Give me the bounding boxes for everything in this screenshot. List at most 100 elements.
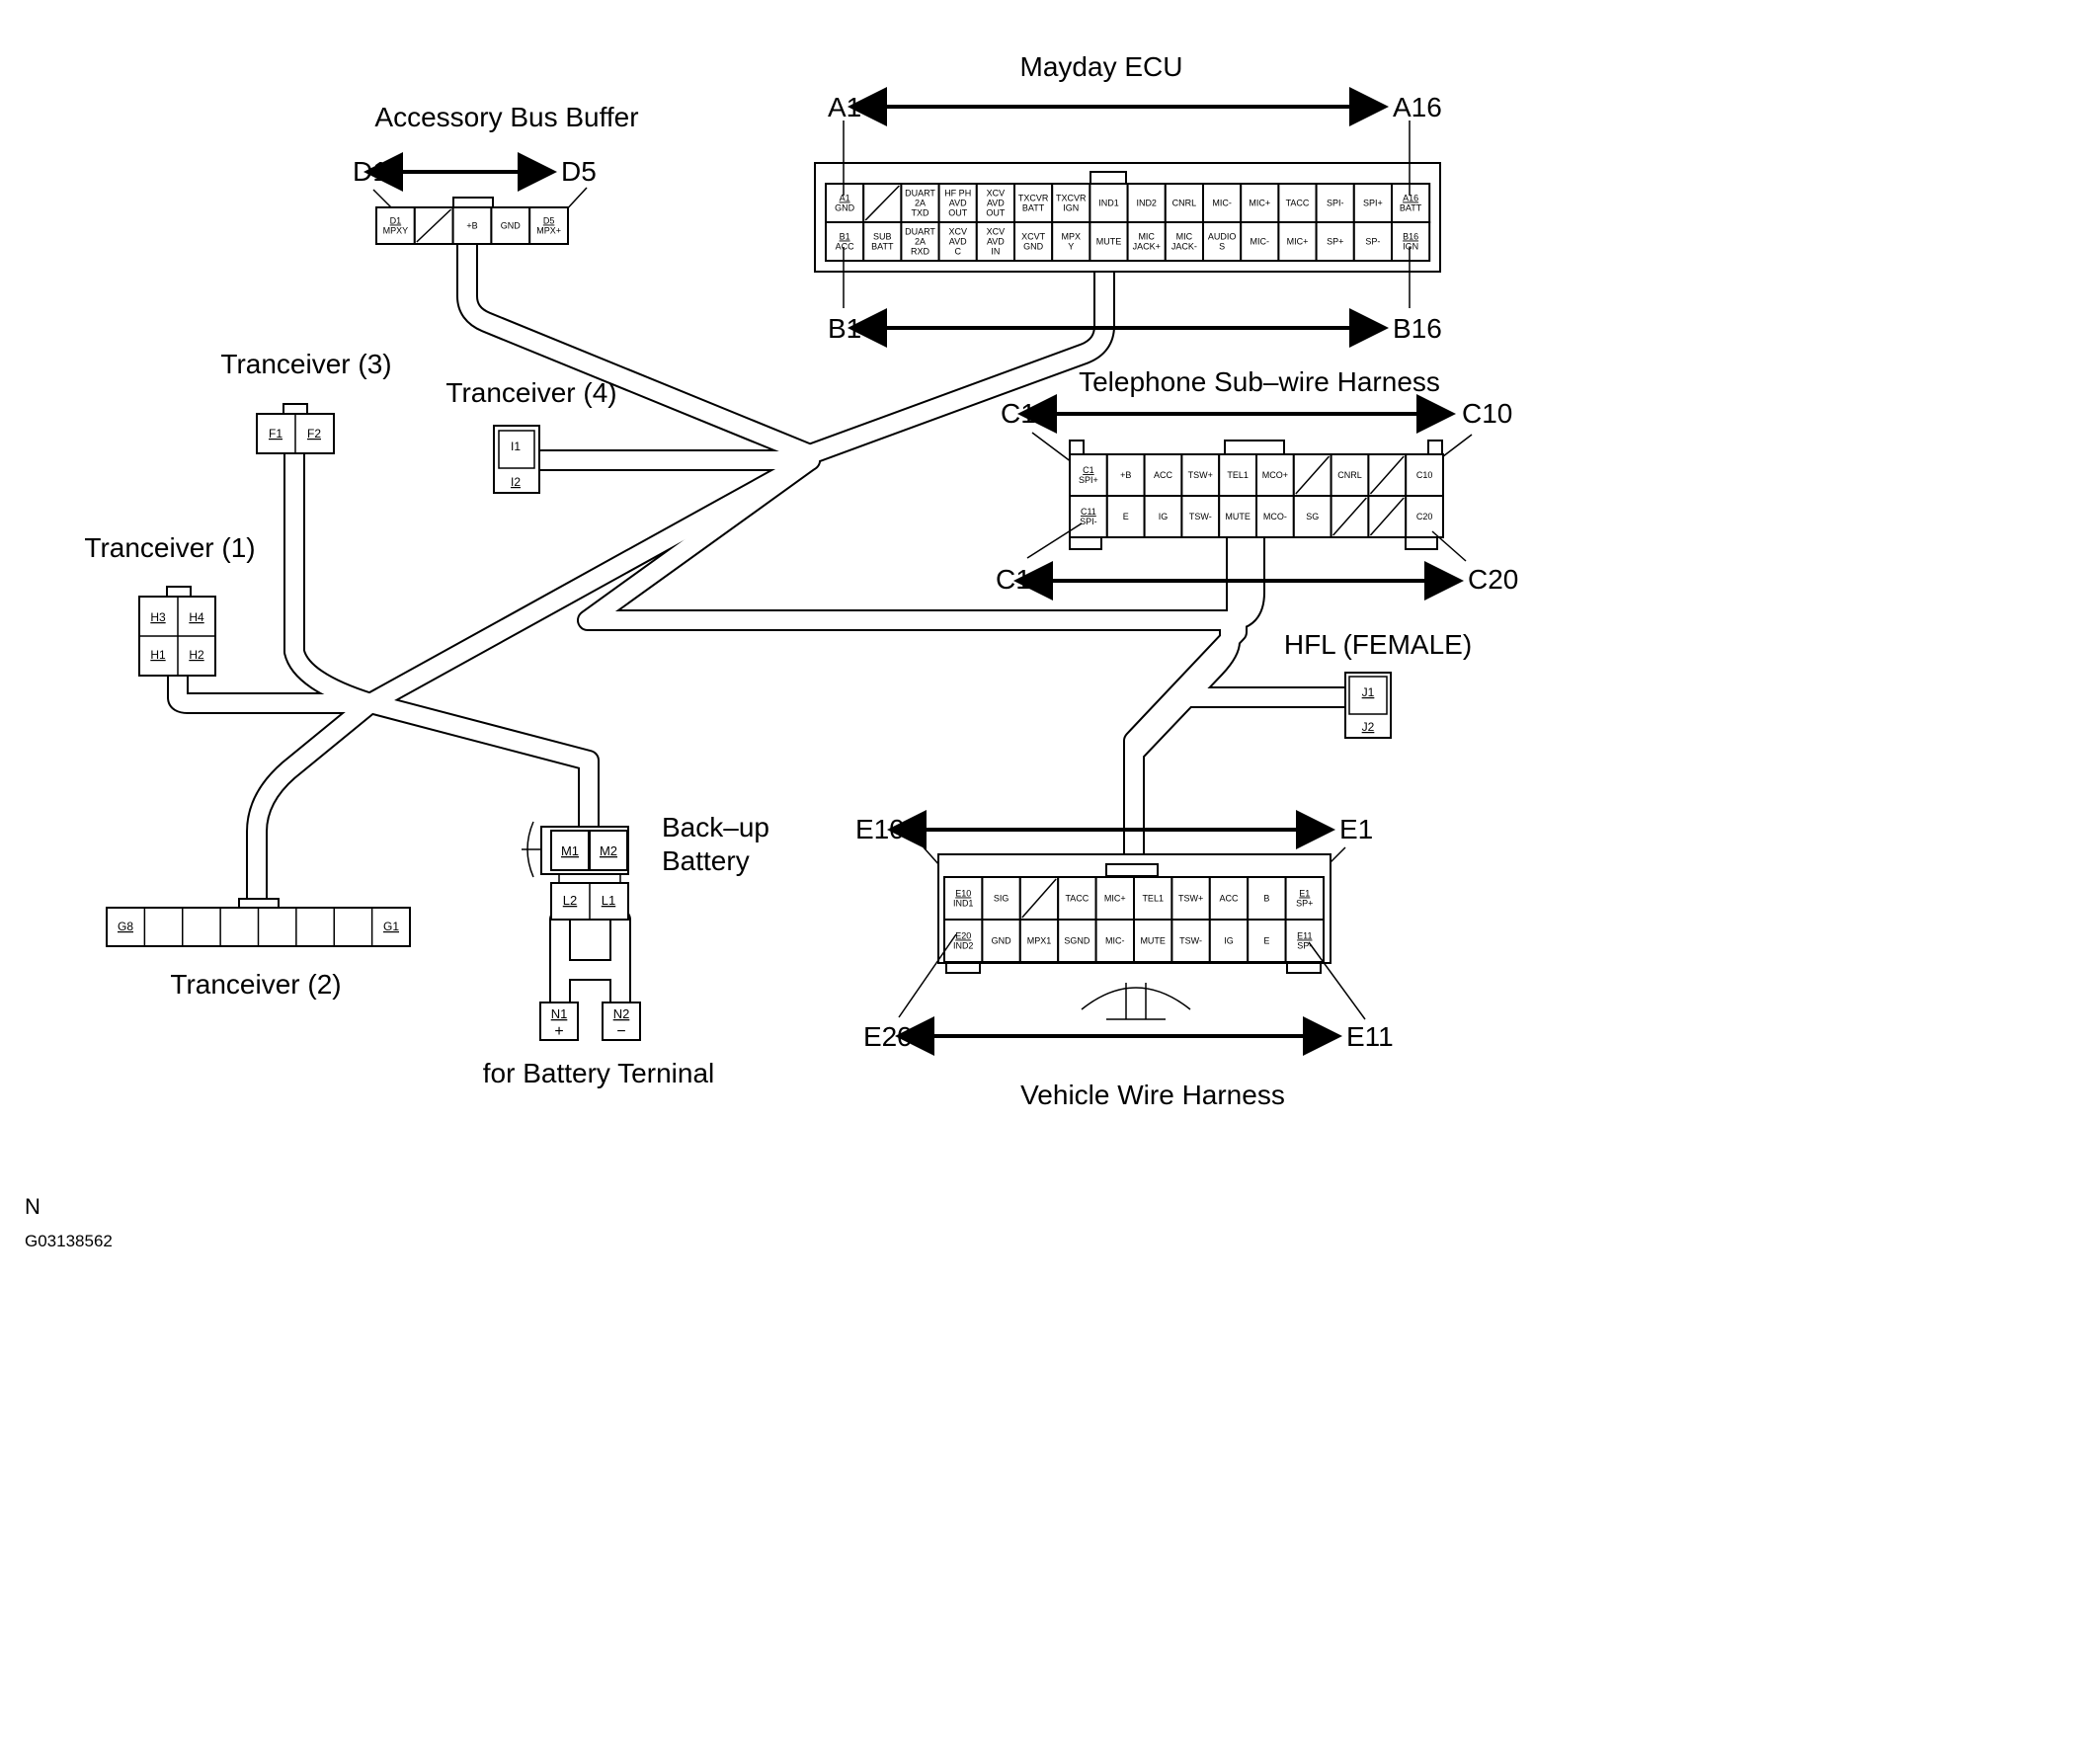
pin-label: TSW+	[1188, 470, 1213, 480]
pin-label: IN	[991, 247, 1000, 257]
vehicle-harness-latch	[1105, 863, 1159, 877]
telephone-sub-wire-harness: Telephone Sub–wire Harness C1 C10 C1SPI+…	[996, 366, 1518, 601]
mayday-b-range: B1 B16	[828, 247, 1442, 348]
pin-h1: H1	[150, 648, 166, 662]
pin-label: MIC+	[1287, 237, 1309, 247]
battery-plus: +	[554, 1023, 563, 1040]
pin-label: GND	[992, 936, 1012, 946]
pin-label: MIC-	[1105, 936, 1125, 946]
telephone-harness-latch	[1224, 440, 1285, 455]
pin-label: SPI+	[1363, 199, 1383, 208]
pin-f1: F1	[269, 427, 282, 441]
battery-terminals: N1 + N2 − for Battery Terninal	[483, 1002, 715, 1088]
pin-label: B1	[840, 232, 850, 242]
label-c10: C10	[1462, 398, 1512, 429]
pin-label: MIC	[1176, 232, 1193, 242]
label-b1: B1	[828, 313, 861, 344]
pin-label: ACC	[1219, 894, 1239, 904]
pin-label: E11	[1297, 931, 1312, 941]
pin-label: IGN	[1063, 203, 1079, 213]
hfl-title: HFL (FEMALE)	[1284, 629, 1472, 660]
pin-label: S	[1219, 242, 1225, 252]
pin-g1: G1	[383, 920, 399, 933]
battery-terminal-title: for Battery Terninal	[483, 1058, 715, 1088]
pin-label: TSW+	[1178, 894, 1203, 904]
pin-label: CNRL	[1172, 199, 1197, 208]
pin-label: C20	[1416, 512, 1433, 521]
pin-m1: M1	[561, 843, 579, 858]
pin-label: SP-	[1297, 941, 1312, 951]
pin-l1: L1	[602, 893, 615, 908]
pin-label: GND	[1023, 242, 1044, 252]
pin-label: TSW-	[1179, 936, 1202, 946]
mayday-ecu-title: Mayday ECU	[1020, 51, 1183, 82]
label-d5: D5	[561, 156, 597, 187]
pin-label: TXCVR	[1018, 194, 1049, 203]
pin-i2: I2	[511, 475, 521, 489]
pin-label: C1	[1083, 465, 1094, 475]
pin-label: HF PH	[944, 189, 971, 199]
label-e1: E1	[1339, 814, 1373, 844]
hfl-female: HFL (FEMALE) J1 J2	[1284, 629, 1472, 739]
pin-label: C	[954, 247, 961, 257]
pin-label: MIC-	[1251, 237, 1270, 247]
pin-label: TACC	[1286, 199, 1310, 208]
pin-label: CNRL	[1337, 470, 1362, 480]
pin-label: +B	[1120, 470, 1131, 480]
pin-label: A16	[1403, 194, 1418, 203]
pin-label: E	[1123, 512, 1129, 521]
back-up-battery-title-line2: Battery	[662, 845, 750, 876]
pin-label: E20	[955, 931, 971, 941]
pin-label: TEL1	[1227, 470, 1249, 480]
pin-label: MPX+	[536, 226, 561, 236]
pin-j1: J1	[1362, 685, 1375, 699]
pin-m2: M2	[600, 843, 617, 858]
pin-label: XCV	[948, 227, 967, 237]
pin-label: SP+	[1296, 899, 1313, 909]
wire-harness	[167, 234, 1356, 1013]
pin-label: GND	[501, 221, 522, 231]
pin-label: OUT	[948, 208, 968, 218]
label-e11: E11	[1346, 1021, 1394, 1052]
label-a16: A16	[1393, 92, 1442, 122]
pin-label: SP+	[1327, 237, 1343, 247]
pin-label: IND2	[1136, 199, 1157, 208]
north-marker: N	[25, 1194, 40, 1219]
pin-label: 2A	[915, 199, 926, 208]
pin-label: AVD	[949, 199, 967, 208]
tranceiver-1-title: Tranceiver (1)	[84, 532, 255, 563]
pin-label: IGN	[1403, 242, 1418, 252]
pin-label: MUTE	[1140, 936, 1166, 946]
pin-label: MIC	[1138, 232, 1155, 242]
pin-f2: F2	[307, 427, 321, 441]
mayday-ecu-latch	[1089, 171, 1127, 185]
pin-label: SPI-	[1080, 517, 1097, 526]
pin-label: A1	[840, 194, 850, 203]
pin-label: SUB	[873, 232, 892, 242]
tranceiver-3: Tranceiver (3) F1 F2	[220, 349, 392, 454]
mayday-a-range: A1 A16	[828, 87, 1442, 196]
telephone-harness-title: Telephone Sub–wire Harness	[1079, 366, 1440, 397]
pin-label: IG	[1224, 936, 1234, 946]
pin-label: TACC	[1065, 894, 1089, 904]
vehicle-harness-title: Vehicle Wire Harness	[1020, 1080, 1285, 1110]
pin-n2: N2	[613, 1006, 630, 1021]
tranceiver-1: Tranceiver (1) H3 H4 H1 H2	[84, 532, 256, 677]
pin-label: DUART	[905, 227, 935, 237]
pin-label: 2A	[915, 237, 926, 247]
pin-l2: L2	[563, 893, 577, 908]
accessory-bus-buffer-latch	[452, 197, 494, 208]
back-up-battery: M1 M2 L2 L1 Back–up Battery	[522, 812, 769, 921]
pin-label: IND2	[953, 941, 974, 951]
back-up-battery-title-line1: Back–up	[662, 812, 769, 842]
pin-label: TXD	[912, 208, 930, 218]
pin-label: SIG	[994, 894, 1009, 904]
pin-label: SPI-	[1327, 199, 1344, 208]
battery-minus: −	[616, 1023, 625, 1040]
pin-label: AVD	[987, 237, 1005, 247]
harness-wire-8	[360, 692, 600, 838]
pin-h4: H4	[189, 610, 204, 624]
